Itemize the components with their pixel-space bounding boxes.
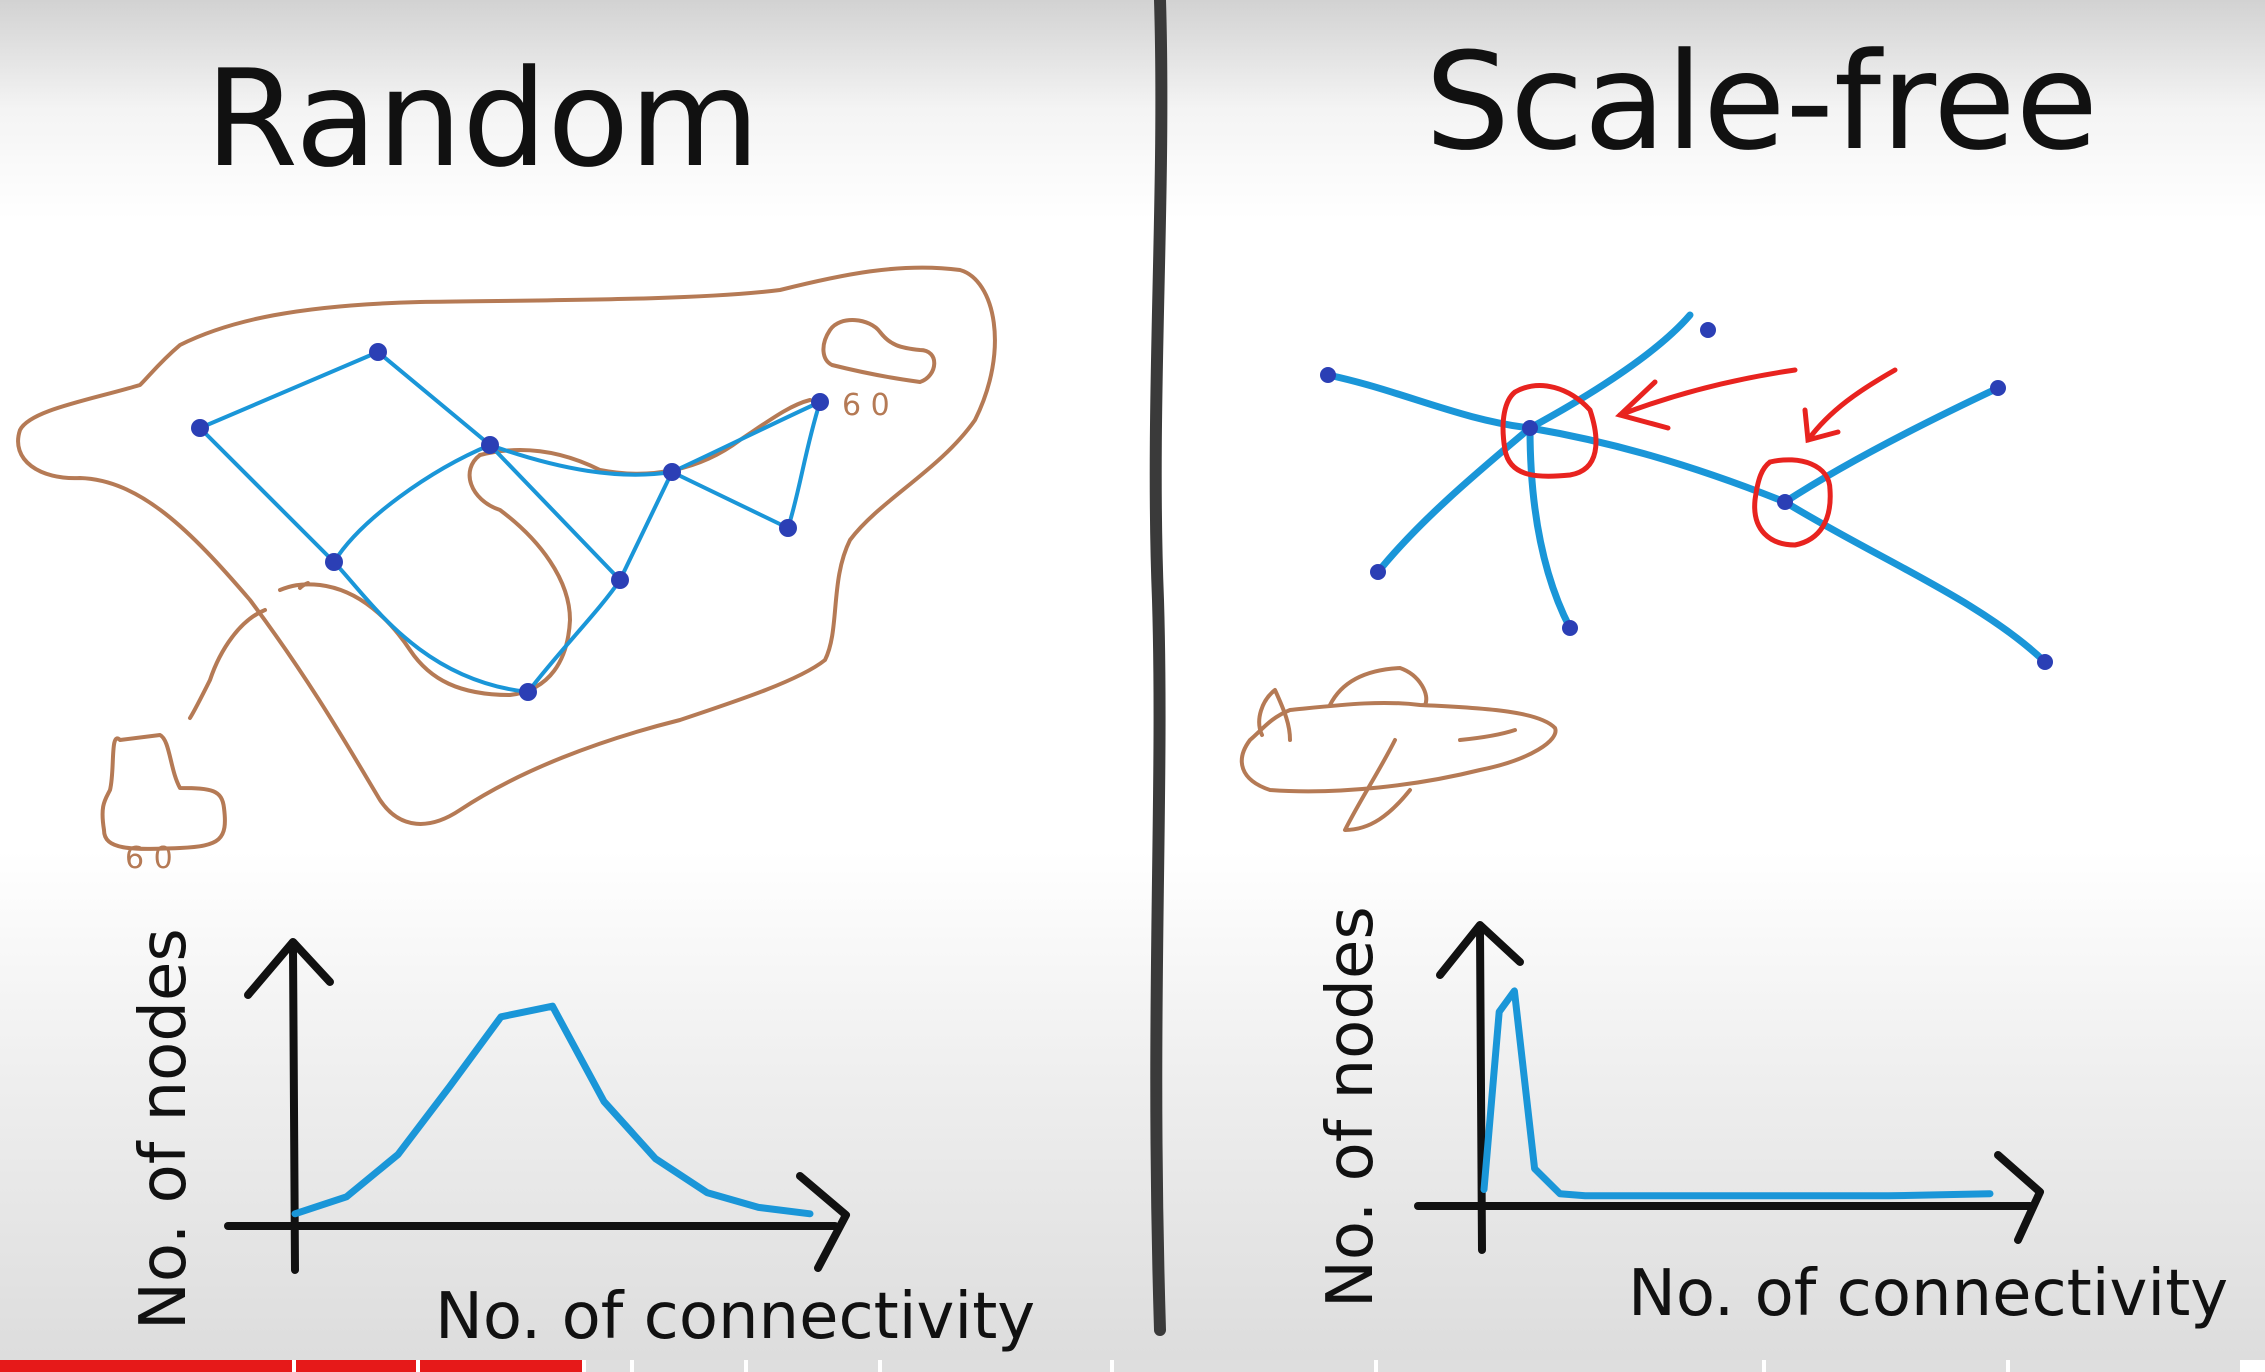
edge bbox=[332, 560, 530, 694]
series-line bbox=[291, 1002, 814, 1218]
hub-circle bbox=[1500, 383, 1599, 479]
island-sketch bbox=[16, 265, 997, 851]
edge bbox=[670, 400, 822, 474]
progress-segment[interactable] bbox=[748, 1360, 878, 1372]
progress-segment[interactable] bbox=[1114, 1360, 1374, 1372]
video-progress-bar[interactable] bbox=[0, 1360, 2265, 1372]
y-axis-arrowhead bbox=[244, 938, 334, 999]
hub-circle bbox=[1752, 457, 1833, 548]
edge bbox=[670, 470, 790, 530]
progress-segment[interactable] bbox=[586, 1360, 630, 1372]
node bbox=[325, 553, 343, 571]
chart-random-degree: No. of nodes No. of connectivity bbox=[127, 928, 1035, 1354]
edge bbox=[1526, 424, 1789, 506]
plane-body bbox=[1239, 700, 1558, 794]
node bbox=[191, 419, 209, 437]
y-axis bbox=[1476, 926, 1486, 1254]
edge bbox=[1324, 371, 1534, 432]
node bbox=[1990, 380, 2006, 396]
edge bbox=[488, 443, 674, 477]
progress-segment[interactable] bbox=[882, 1360, 1110, 1372]
island-outline bbox=[16, 265, 997, 826]
edge bbox=[526, 578, 622, 694]
edge bbox=[618, 470, 674, 582]
y-axis-label: No. of nodes bbox=[1314, 906, 1388, 1308]
plane-wing-bottom bbox=[1343, 738, 1412, 832]
right-panel-title: Scale-free bbox=[1425, 24, 2098, 180]
progress-segment-played[interactable] bbox=[0, 1360, 292, 1372]
edge bbox=[786, 400, 822, 530]
edge bbox=[488, 443, 622, 582]
chart-scale-free-degree: No. of nodes No. of connectivity bbox=[1314, 906, 2228, 1331]
node bbox=[519, 683, 537, 701]
hub-arrow-head bbox=[1802, 407, 1841, 444]
edge bbox=[1526, 311, 1694, 432]
progress-segment[interactable] bbox=[1766, 1360, 2006, 1372]
progress-segment[interactable] bbox=[2010, 1360, 2240, 1372]
small-house-right bbox=[821, 318, 937, 384]
node bbox=[779, 519, 797, 537]
panel-divider bbox=[1149, 0, 1168, 1336]
scale-free-nodes bbox=[1320, 322, 2053, 670]
progress-segment-played[interactable] bbox=[420, 1360, 582, 1372]
hub-arrow bbox=[1805, 367, 1898, 443]
edge bbox=[198, 350, 380, 430]
x-axis-arrowhead bbox=[1994, 1151, 2044, 1244]
progress-segment[interactable] bbox=[634, 1360, 744, 1372]
edge bbox=[198, 426, 336, 564]
y-axis-arrowhead bbox=[1436, 921, 1524, 979]
edge bbox=[332, 443, 492, 564]
node bbox=[1522, 420, 1538, 436]
lake-outline bbox=[278, 453, 572, 697]
random-network bbox=[198, 350, 822, 694]
node bbox=[1700, 322, 1716, 338]
edge bbox=[376, 350, 492, 447]
edge bbox=[1526, 424, 1574, 632]
progress-segment[interactable] bbox=[1378, 1360, 1762, 1372]
small-house-left bbox=[100, 733, 227, 851]
left-panel-title: Random bbox=[205, 41, 760, 197]
random-network-nodes bbox=[191, 343, 829, 701]
series-line bbox=[1480, 987, 1994, 1200]
hub-arrow bbox=[1617, 367, 1798, 418]
node bbox=[481, 436, 499, 454]
node bbox=[1777, 494, 1793, 510]
x-axis-arrowhead bbox=[796, 1172, 850, 1272]
x-axis-label: No. of connectivity bbox=[1628, 1257, 2228, 1331]
edge bbox=[1781, 384, 2002, 506]
node bbox=[369, 343, 387, 361]
plane-sketch bbox=[1239, 666, 1558, 832]
node bbox=[1370, 564, 1386, 580]
path-trail bbox=[188, 608, 267, 720]
plane-tail bbox=[1257, 688, 1292, 742]
y-axis-label: No. of nodes bbox=[127, 928, 201, 1330]
hub-highlights bbox=[1500, 367, 1898, 548]
scale-free-network bbox=[1324, 311, 2049, 666]
hub-arrow-head bbox=[1615, 379, 1671, 431]
sketch-mark-right: 6 0 bbox=[842, 388, 890, 423]
sketch-mark-left: 6 0 bbox=[125, 841, 173, 876]
y-axis bbox=[289, 944, 299, 1274]
node bbox=[2037, 654, 2053, 670]
node bbox=[611, 571, 629, 589]
node bbox=[1562, 620, 1578, 636]
plane-wing-top bbox=[1328, 666, 1429, 707]
node bbox=[1320, 367, 1336, 383]
progress-segment-played[interactable] bbox=[296, 1360, 416, 1372]
node bbox=[811, 393, 829, 411]
node bbox=[663, 463, 681, 481]
edge bbox=[1374, 424, 1534, 576]
x-axis-label: No. of connectivity bbox=[435, 1280, 1035, 1354]
